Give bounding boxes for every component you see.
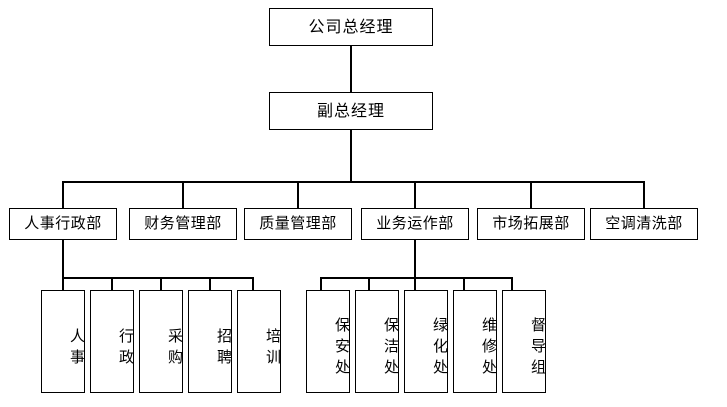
connector-drop-ops-2 [368,277,370,291]
node-unit-security[interactable]: 保安处 [306,290,351,393]
node-label: 业务运作部 [376,214,454,233]
node-unit-administration[interactable]: 行政 [90,290,135,393]
node-label: 保洁处 [382,317,400,380]
connector-drop-hr-3 [160,277,162,291]
node-department-operations[interactable]: 业务运作部 [361,208,469,240]
node-label: 空调清洗部 [605,214,683,233]
connector-drop-hr-2 [111,277,113,291]
connector-drop-dept-2 [182,181,184,208]
connector-ops-bus [320,277,512,279]
connector-drop-dept-5 [530,181,532,208]
connector-hr-trunk [62,240,64,278]
node-label: 采购 [166,327,184,370]
node-label: 人事 [68,327,86,370]
connector-drop-ops-3 [414,277,416,291]
node-label: 人事行政部 [24,214,102,233]
node-unit-procurement[interactable]: 采购 [139,290,184,393]
node-label: 财务管理部 [144,214,222,233]
node-department-quality[interactable]: 质量管理部 [244,208,352,240]
connector-drop-ops-4 [463,277,465,291]
node-unit-supervision[interactable]: 督导组 [502,290,547,393]
node-label: 绿化处 [431,317,449,380]
connector-drop-dept-1 [62,181,64,208]
node-label: 副总经理 [316,100,385,120]
node-label: 督导组 [529,317,547,380]
node-label: 质量管理部 [259,214,337,233]
connector-drop-hr-4 [209,277,211,291]
connector-department-bus [62,181,645,183]
node-department-ac-cleaning[interactable]: 空调清洗部 [590,208,698,240]
node-department-market-development[interactable]: 市场拓展部 [477,208,585,240]
connector-drop-ops-1 [320,277,322,291]
connector-ops-trunk [414,240,416,278]
node-department-hr-admin[interactable]: 人事行政部 [9,208,117,240]
connector-drop-dept-3 [297,181,299,208]
connector-drop-hr-5 [252,277,254,291]
node-label: 培训 [264,327,282,370]
node-label: 维修处 [480,317,498,380]
node-unit-maintenance[interactable]: 维修处 [453,290,498,393]
node-deputy-general-manager[interactable]: 副总经理 [269,92,433,130]
node-unit-training[interactable]: 培训 [237,290,282,393]
node-unit-personnel[interactable]: 人事 [41,290,86,393]
node-label: 行政 [117,327,135,370]
connector-gm-to-deputy [350,46,352,92]
node-label: 招聘 [215,327,233,370]
connector-drop-hr-1 [62,277,64,291]
connector-hr-bus [62,277,253,279]
node-unit-landscaping[interactable]: 绿化处 [404,290,449,393]
connector-deputy-to-bus [350,130,352,182]
connector-drop-ops-5 [511,277,513,291]
node-general-manager[interactable]: 公司总经理 [269,8,433,46]
node-unit-recruitment[interactable]: 招聘 [188,290,233,393]
node-department-finance[interactable]: 财务管理部 [129,208,237,240]
node-label: 市场拓展部 [492,214,570,233]
node-label: 保安处 [333,317,351,380]
node-unit-cleaning[interactable]: 保洁处 [355,290,400,393]
connector-drop-dept-6 [643,181,645,208]
node-label: 公司总经理 [308,16,394,36]
connector-drop-dept-4 [414,181,416,208]
